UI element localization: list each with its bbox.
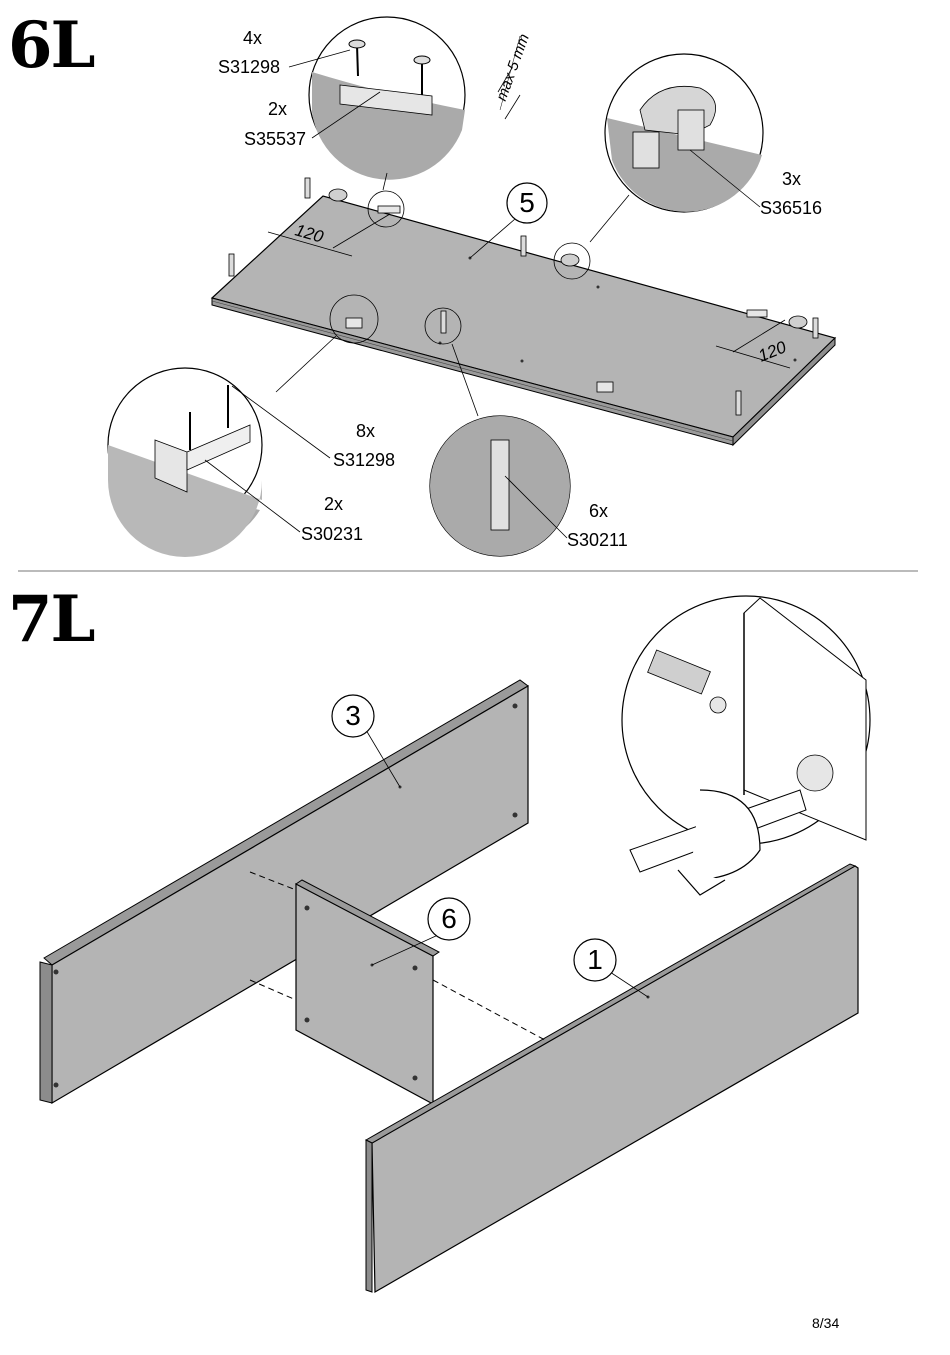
part-5-number: 5 [519,187,535,218]
hw-code-1: S31298 [218,57,281,77]
panel-holes [53,703,650,1088]
hw-qty-1: 4x [243,28,263,48]
part-5-callout-circle [506,182,548,224]
hw-qty-5: 2x [324,494,344,514]
step-6-title: 6L [8,8,96,83]
page-number: 8/34 [812,1315,840,1331]
hw-code-2: S35537 [244,129,307,149]
hw-qty-3: 3x [782,169,802,189]
panel-5-drawing [210,177,837,447]
part-6-callout-circle [427,897,471,941]
part-3-number: 3 [345,700,361,731]
hw-code-5: S30231 [301,524,364,544]
detail-cam-lock [553,53,764,280]
hw-qty-2: 2x [268,99,288,119]
part-6-number: 6 [441,903,457,934]
detail-bracket-plate [308,16,466,228]
step6-leaders [204,35,761,539]
step7-leaders [365,729,649,998]
panel-1-drawing [364,863,859,1294]
step-7-title: 7L [8,582,96,657]
hw-qty-6: 6x [589,501,609,521]
hw-code-3: S36516 [760,198,823,218]
hw-code-4: S31298 [333,450,396,470]
part-1-callout-circle [573,938,617,982]
part-3-callout-circle [331,694,375,738]
detail-screwdriver [621,595,871,896]
panel-3-drawing [39,679,529,1105]
detail-dowel [424,307,571,557]
hw-code-6: S30211 [567,530,628,550]
part-1-number: 1 [587,944,603,975]
assembly-guides [249,871,546,1041]
detail-angle-bracket [107,294,379,557]
hw-qty-4: 8x [356,421,376,441]
